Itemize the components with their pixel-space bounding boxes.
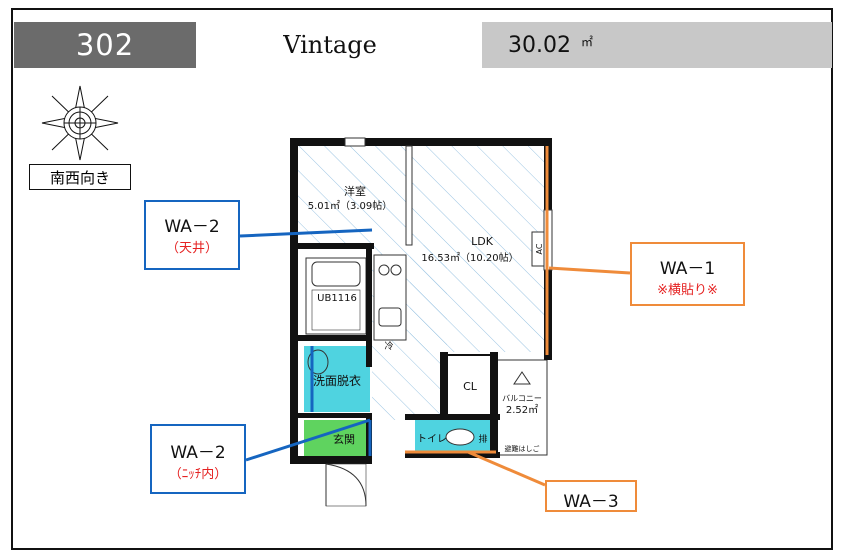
western-room-floor [298,145,410,245]
ldk-name: LDK [471,235,494,248]
balcony [494,359,548,456]
fridge-label: 冷 [384,340,393,352]
unit-bath-label: UB1116 [317,293,357,304]
closet-label: CL [463,380,478,393]
toilet-drain-mark: 排 [478,433,487,445]
floor-area: 30.02 ㎡ [482,22,832,68]
wa1-note: ※横貼り※ [657,283,718,298]
wa2-ceiling-code: WA－2 [164,217,220,237]
toilet-label: トイレ [417,434,447,445]
wa2-ceiling-note: （天井） [165,241,218,256]
western-room-size: 5.01㎡（3.09帖） [308,199,393,212]
ac-label: AC [535,243,544,254]
ldk-size: 16.53㎡（10.20帖） [421,251,518,264]
escape-ladder-label: 避難はしご [505,444,540,453]
western-room-name: 洋室 [344,184,366,198]
bathtub [311,261,361,287]
unit-number: 302 [14,22,196,68]
washroom-area [304,346,370,412]
wa1-label: WA－1 ※横貼り※ [630,242,745,306]
wa2-niche-code: WA－2 [170,443,226,463]
floor-plan: 洋室 5.01㎡（3.09帖） LDK 16.53㎡（10.20帖） AC UB… [290,137,553,507]
wa2-ceiling-label: WA－2 （天井） [144,200,240,270]
balcony-name: バルコニー [502,394,542,403]
ub-floor [311,289,361,331]
page-frame [11,8,833,550]
wa3-code: WA－3 [563,492,619,512]
area-value: 30.02 [508,32,571,58]
compass-icon [41,85,119,161]
wa2-niche-note: （ﾆｯﾁ内） [168,467,228,482]
wa2-niche-label: WA－2 （ﾆｯﾁ内） [150,424,246,494]
property-name: Vintage [283,31,377,59]
area-unit: ㎡ [580,34,593,49]
entrance-label: 玄関 [333,432,355,446]
balcony-size: 2.52㎡ [506,404,538,416]
closet [446,354,496,416]
orientation-label: 南西向き [29,164,131,190]
ac-unit [531,231,545,267]
wa3-label: WA－3 [545,480,637,512]
washroom-label: 洗面脱衣 [313,373,361,388]
wa1-code: WA－1 [659,259,716,279]
